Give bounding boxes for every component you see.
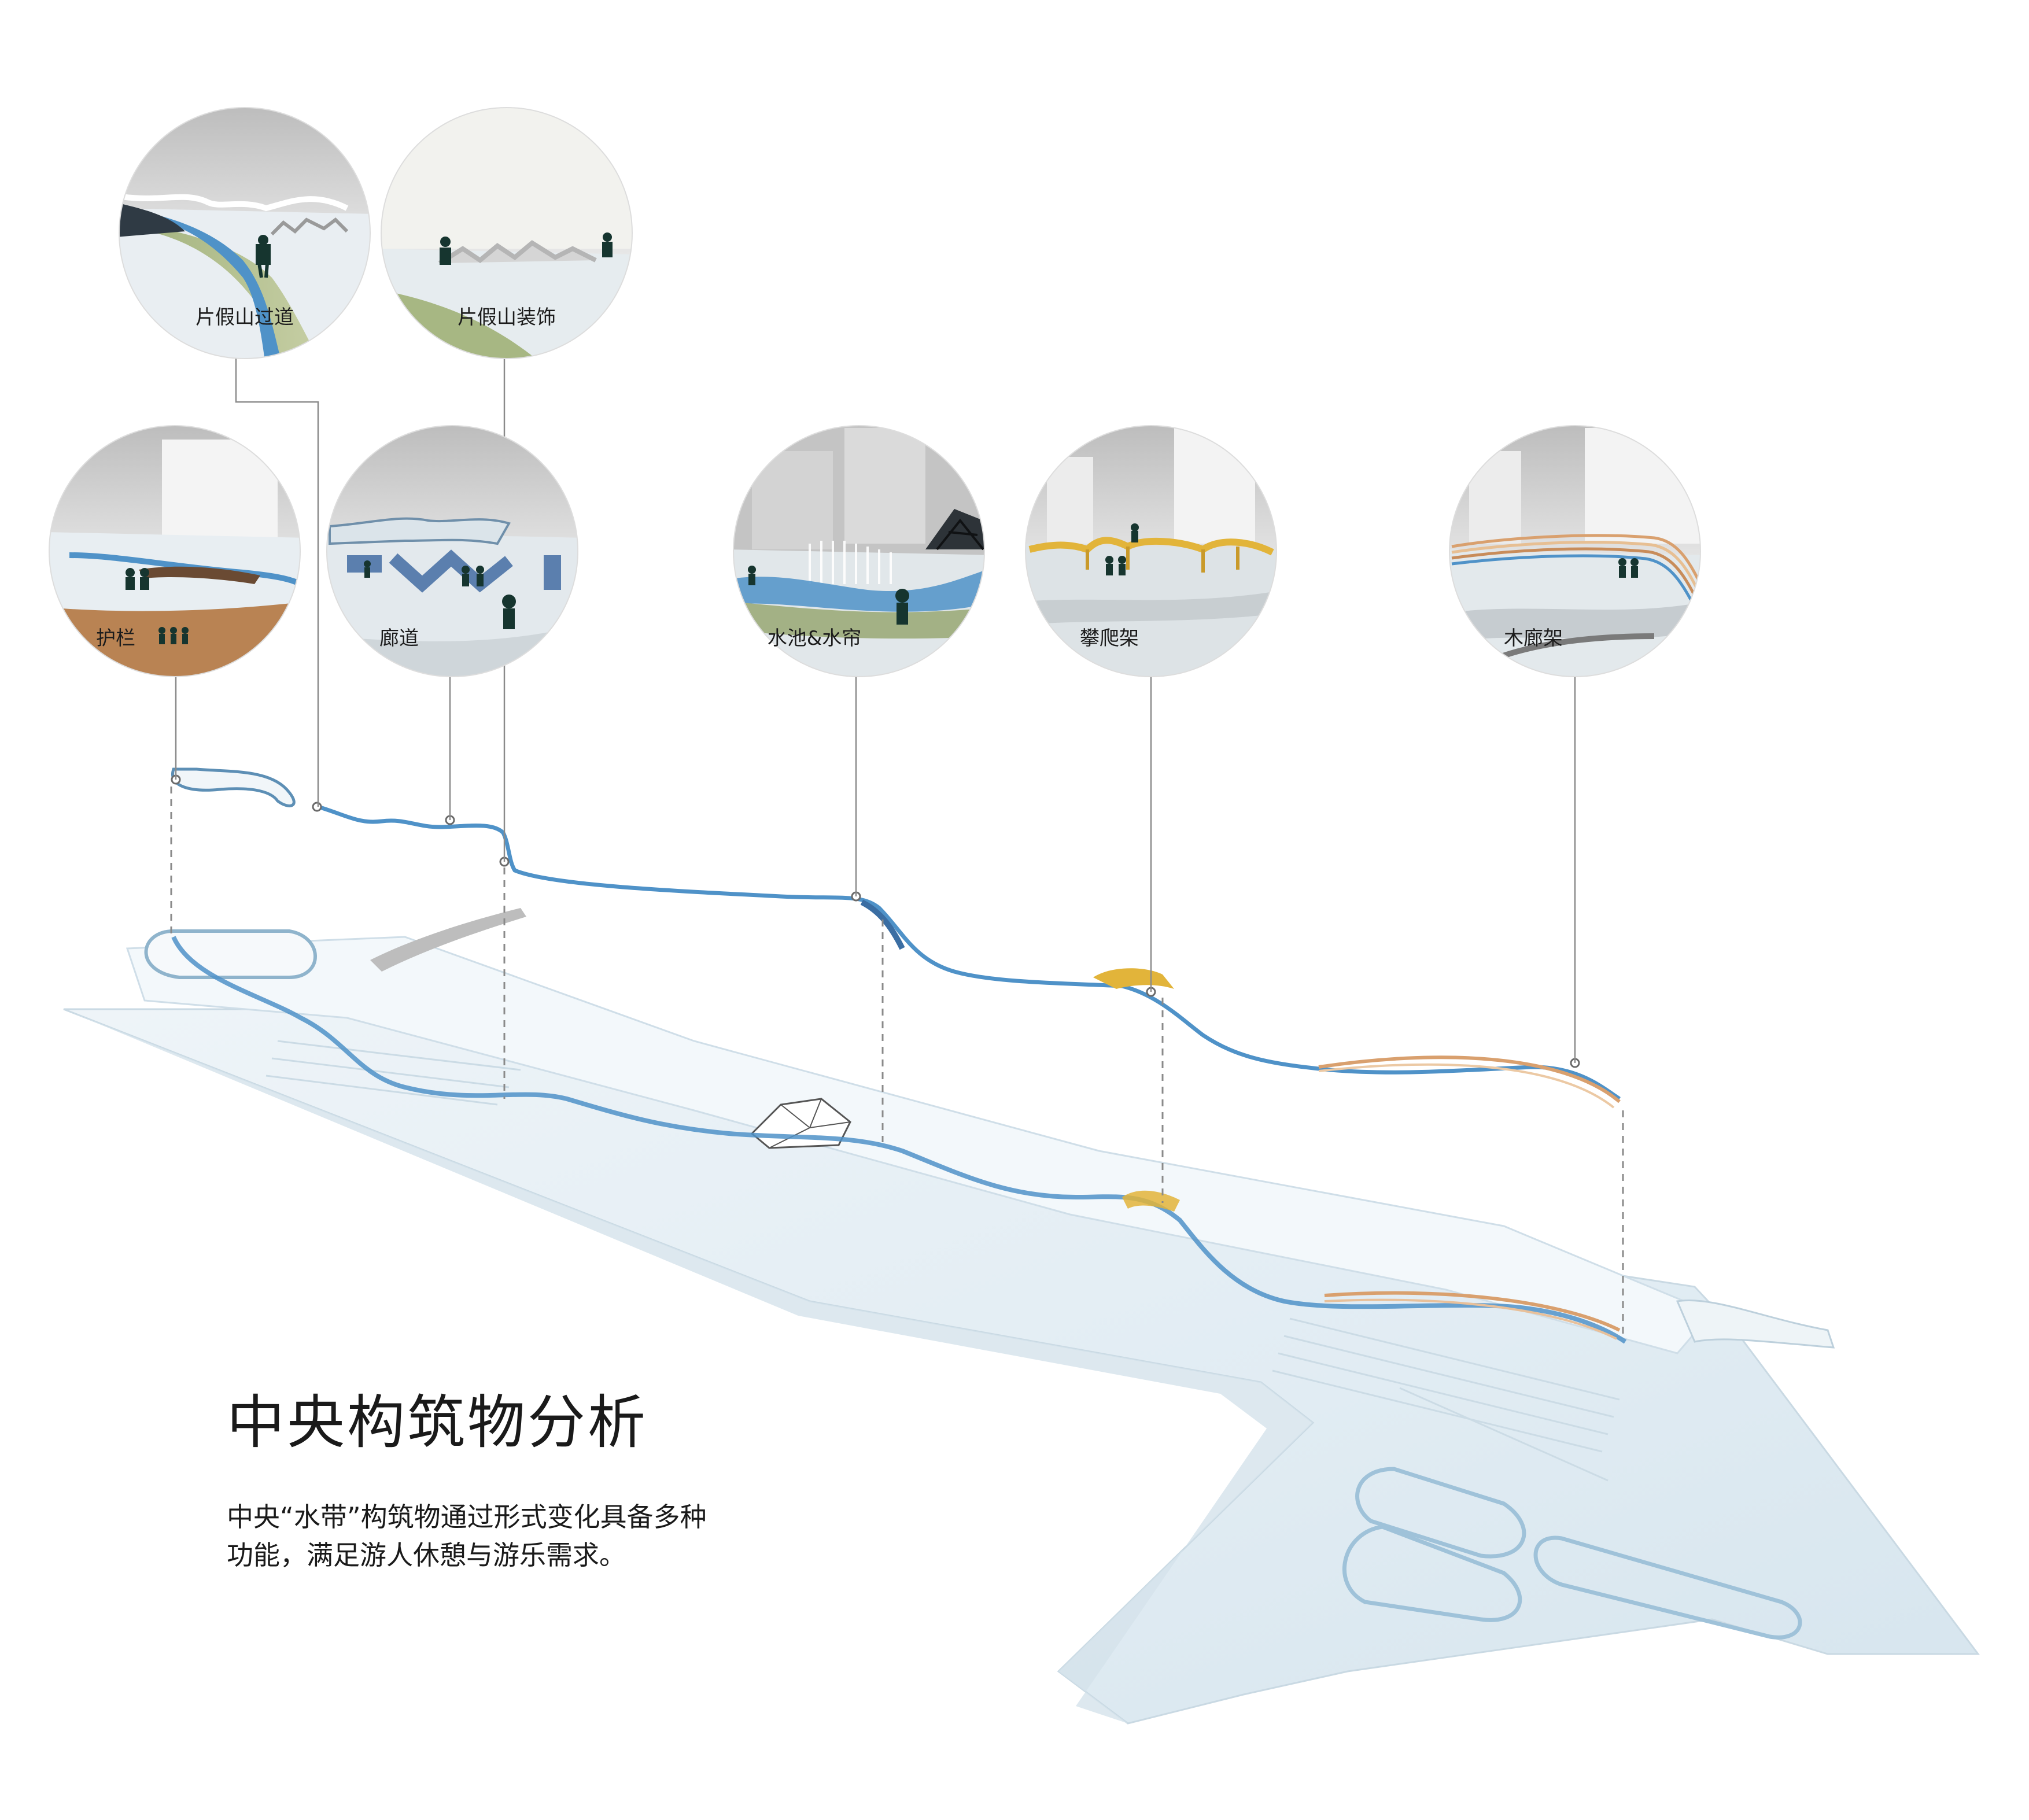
vignette-label: 护栏 [96, 627, 135, 650]
description-line-1: 中央“水带”构筑物通过形式变化具备多种 [227, 1501, 707, 1533]
vignette-label: 廊道 [379, 627, 419, 650]
vignette-label: 攀爬架 [1080, 627, 1139, 650]
vignette-label: 水池&水帘 [768, 627, 862, 650]
vignette-label: 片假山过道 [195, 306, 294, 329]
description-line-2: 功能，满足游人休憩与游乐需求。 [227, 1540, 626, 1571]
vignette-label: 木廊架 [1504, 627, 1563, 650]
vignette-rockery-decor: 片假山装饰 [381, 107, 633, 359]
vignette-pool-curtain: 水池&水帘 [733, 425, 985, 677]
vignette-climbing-frame: 攀爬架 [1025, 425, 1277, 677]
site-ground-plate [63, 908, 1980, 1725]
projection-lines [170, 787, 1624, 1339]
vignette-railing: 护栏 [49, 425, 301, 677]
vignette-rockery-path: 片假山过道 [119, 107, 371, 359]
page-title: 中央构筑物分析 [227, 1389, 648, 1456]
vignette-label: 片假山装饰 [458, 306, 556, 329]
vignette-wood-pergola: 木廊架 [1449, 425, 1701, 677]
floating-water-ribbon [171, 767, 1621, 1109]
description: 中央“水带”构筑物通过形式变化具备多种 功能，满足游人休憩与游乐需求。 [227, 1498, 805, 1574]
vignette-corridor: 廊道 [326, 425, 578, 677]
